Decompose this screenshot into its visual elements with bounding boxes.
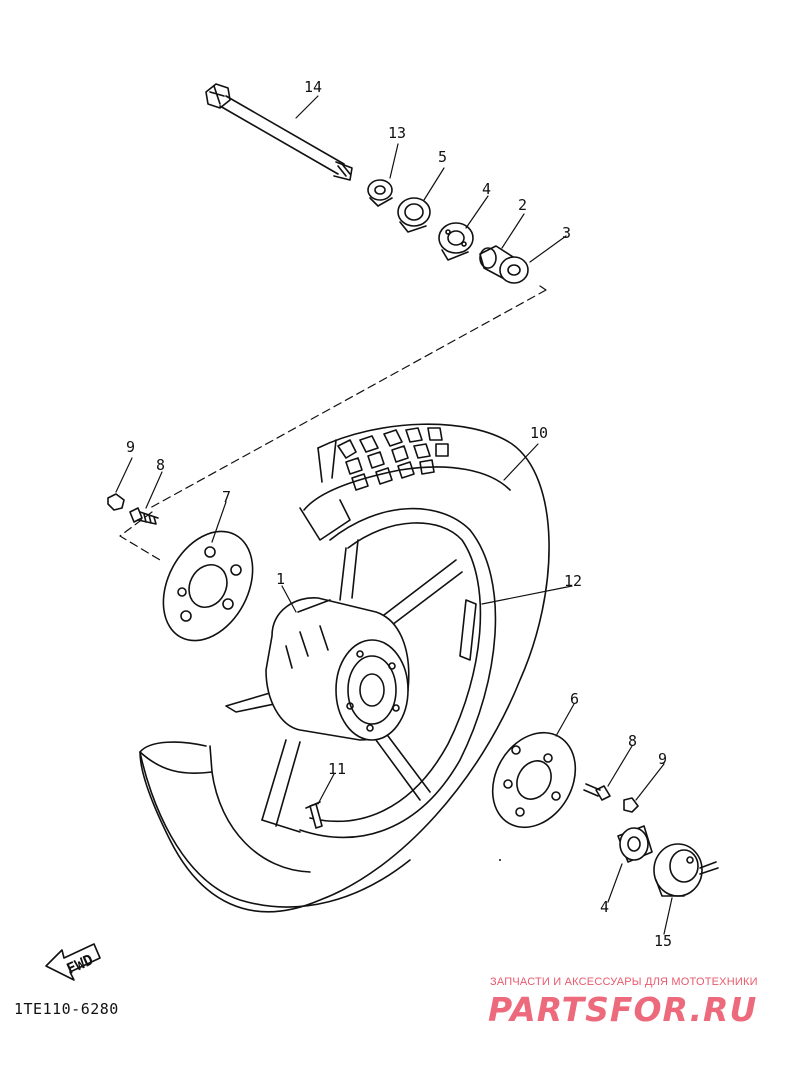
part-label-6: 6: [570, 690, 579, 708]
assembly-axis-line: [119, 285, 547, 561]
part-label-9b: 9: [658, 750, 667, 768]
gear-unit-part: [653, 843, 719, 897]
watermark-logo: PARTSFOR.RU: [488, 990, 758, 1029]
nut-part-left: [107, 493, 125, 511]
wheel-rim-part: [225, 507, 497, 839]
part-label-3: 3: [562, 224, 571, 242]
part-label-10: 10: [530, 424, 548, 442]
part-label-8b: 8: [628, 732, 637, 750]
bolt-part-left: [129, 507, 159, 525]
part-label-15: 15: [654, 932, 672, 950]
part-label-11: 11: [328, 760, 346, 778]
nut-part-right: [623, 797, 639, 813]
valve-part: [305, 801, 323, 829]
collar-part: [367, 179, 393, 207]
part-label-2: 2: [518, 196, 527, 214]
bolt-part-right: [583, 783, 611, 801]
part-label-5: 5: [438, 148, 447, 166]
watermark-tagline: ЗАПЧАСТИ И АКСЕССУАРЫ ДЛЯ МОТОТЕХНИКИ: [490, 976, 758, 988]
brake-disc-right: [491, 731, 577, 829]
part-labels: 14 13 5 4 2 3 10 9 8 7 1 12 6 8 9 11 4 1…: [64, 78, 672, 978]
bearing-part-top: [438, 222, 474, 261]
oil-seal-part: [397, 197, 431, 233]
tire-part: [139, 423, 550, 913]
spacer-flange-part: [479, 245, 529, 284]
bearing-part-bottom: [617, 825, 653, 863]
part-label-7: 7: [222, 488, 231, 506]
axle-part: [205, 83, 353, 181]
brake-disc-left: [162, 530, 254, 642]
diagram-code: 1TE110-6280: [14, 1000, 119, 1018]
wheel-hub-part: [265, 597, 410, 741]
part-label-1: 1: [276, 570, 285, 588]
leader-lines: [115, 95, 673, 935]
part-label-12: 12: [564, 572, 582, 590]
part-label-8: 8: [156, 456, 165, 474]
part-label-9: 9: [126, 438, 135, 456]
part-label-14: 14: [304, 78, 322, 96]
fwd-arrow-icon: [45, 943, 101, 981]
part-label-4b: 4: [600, 898, 609, 916]
part-label-13: 13: [388, 124, 406, 142]
part-label-4: 4: [482, 180, 491, 198]
